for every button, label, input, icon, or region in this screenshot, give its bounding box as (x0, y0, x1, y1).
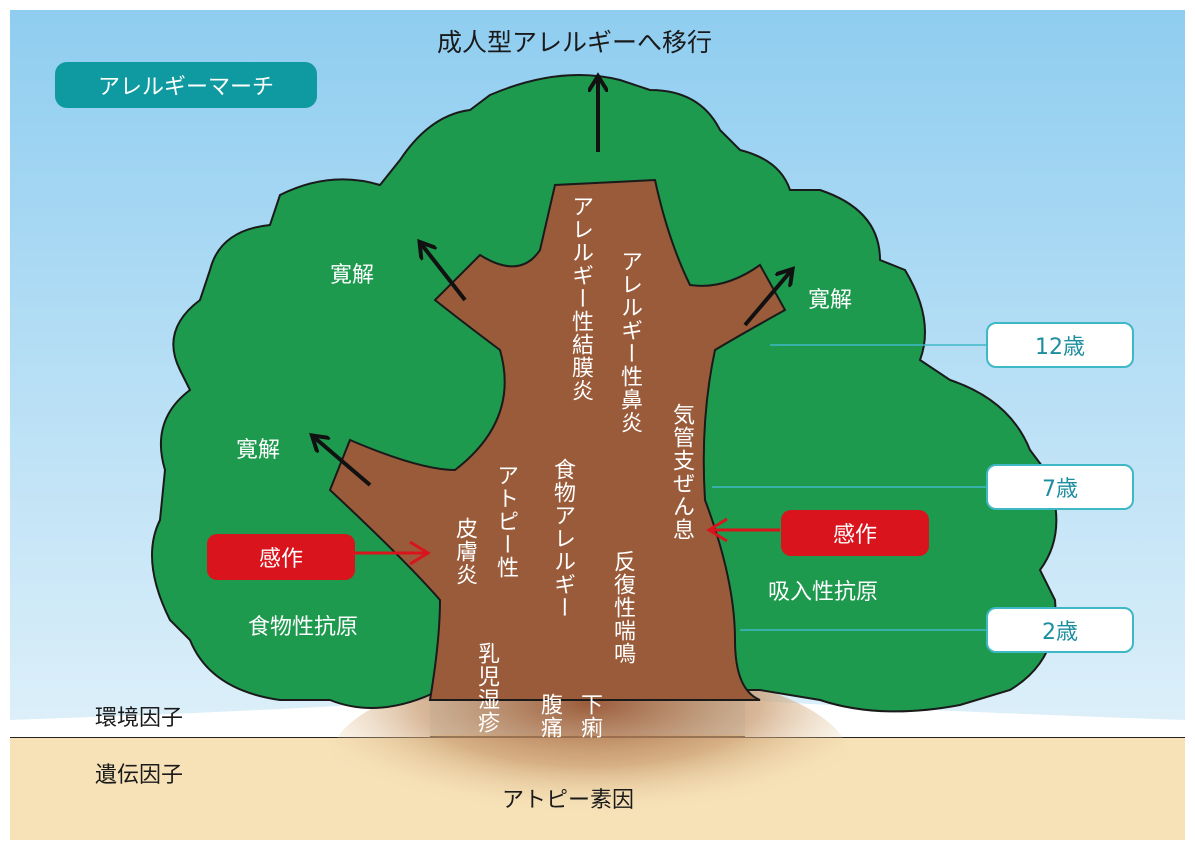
trunk-label-rhinitis: アレルギー性鼻炎 (617, 250, 642, 434)
arrow-upper-right (743, 272, 790, 327)
tree-trunk (328, 178, 787, 701)
trunk-label-asthma: 気管支ぜん息 (669, 403, 694, 541)
remission-label-lower-left: 寛解 (236, 438, 281, 463)
red-arrow-left-head (409, 540, 431, 566)
ground-mound-left (10, 700, 430, 737)
age-box-12: 12歳 (986, 322, 1134, 368)
root-glow (330, 665, 850, 851)
remission-label-upper-left: 寛解 (330, 263, 375, 288)
food-antigen-label: 食物性抗原 (248, 615, 359, 640)
trunk-label-conjunctivitis: アレルギー性結膜炎 (568, 195, 593, 402)
sensitization-label-right: 感作 (832, 523, 877, 548)
arrow-lower-left (315, 438, 372, 487)
atopic-predisposition-label: アトピー素因 (502, 788, 635, 813)
trunk-label-infant-eczema: 乳児湿疹 (474, 642, 499, 734)
age-label-7: 7歳 (1042, 477, 1078, 502)
arrow-upper-left (422, 245, 467, 302)
sensitization-label-left: 感作 (258, 547, 303, 572)
red-arrow-right-head (706, 517, 728, 543)
sensitization-box-right: 感作 (781, 510, 929, 556)
trunk-label-atopic-dermatitis-2: 皮膚炎 (452, 517, 477, 586)
top-label: 成人型アレルギーへ移行 (437, 28, 713, 57)
remission-label-upper-right: 寛解 (808, 288, 853, 313)
trunk-label-atopic-dermatitis-1: アトピー性 (493, 464, 518, 579)
title-badge-label: アレルギーマーチ (97, 75, 274, 100)
sensitization-box-left: 感作 (207, 534, 355, 580)
trunk-label-diarrhea: 下痢 (577, 693, 602, 739)
title-badge: アレルギーマーチ (55, 62, 317, 108)
inhaled-antigen-label: 吸入性抗原 (768, 580, 879, 605)
environmental-factor-label: 環境因子 (95, 706, 184, 731)
age-box-7: 7歳 (986, 464, 1134, 510)
trunk-label-abdominal-pain: 腹痛 (537, 693, 562, 739)
trunk-label-food-allergy: 食物アレルギー (550, 458, 575, 619)
trunk-label-wheezing: 反復性喘鳴 (610, 550, 635, 665)
age-label-2: 2歳 (1042, 620, 1078, 645)
age-box-2: 2歳 (986, 607, 1134, 653)
genetic-factor-label: 遺伝因子 (95, 763, 184, 788)
age-label-12: 12歳 (1035, 335, 1085, 360)
